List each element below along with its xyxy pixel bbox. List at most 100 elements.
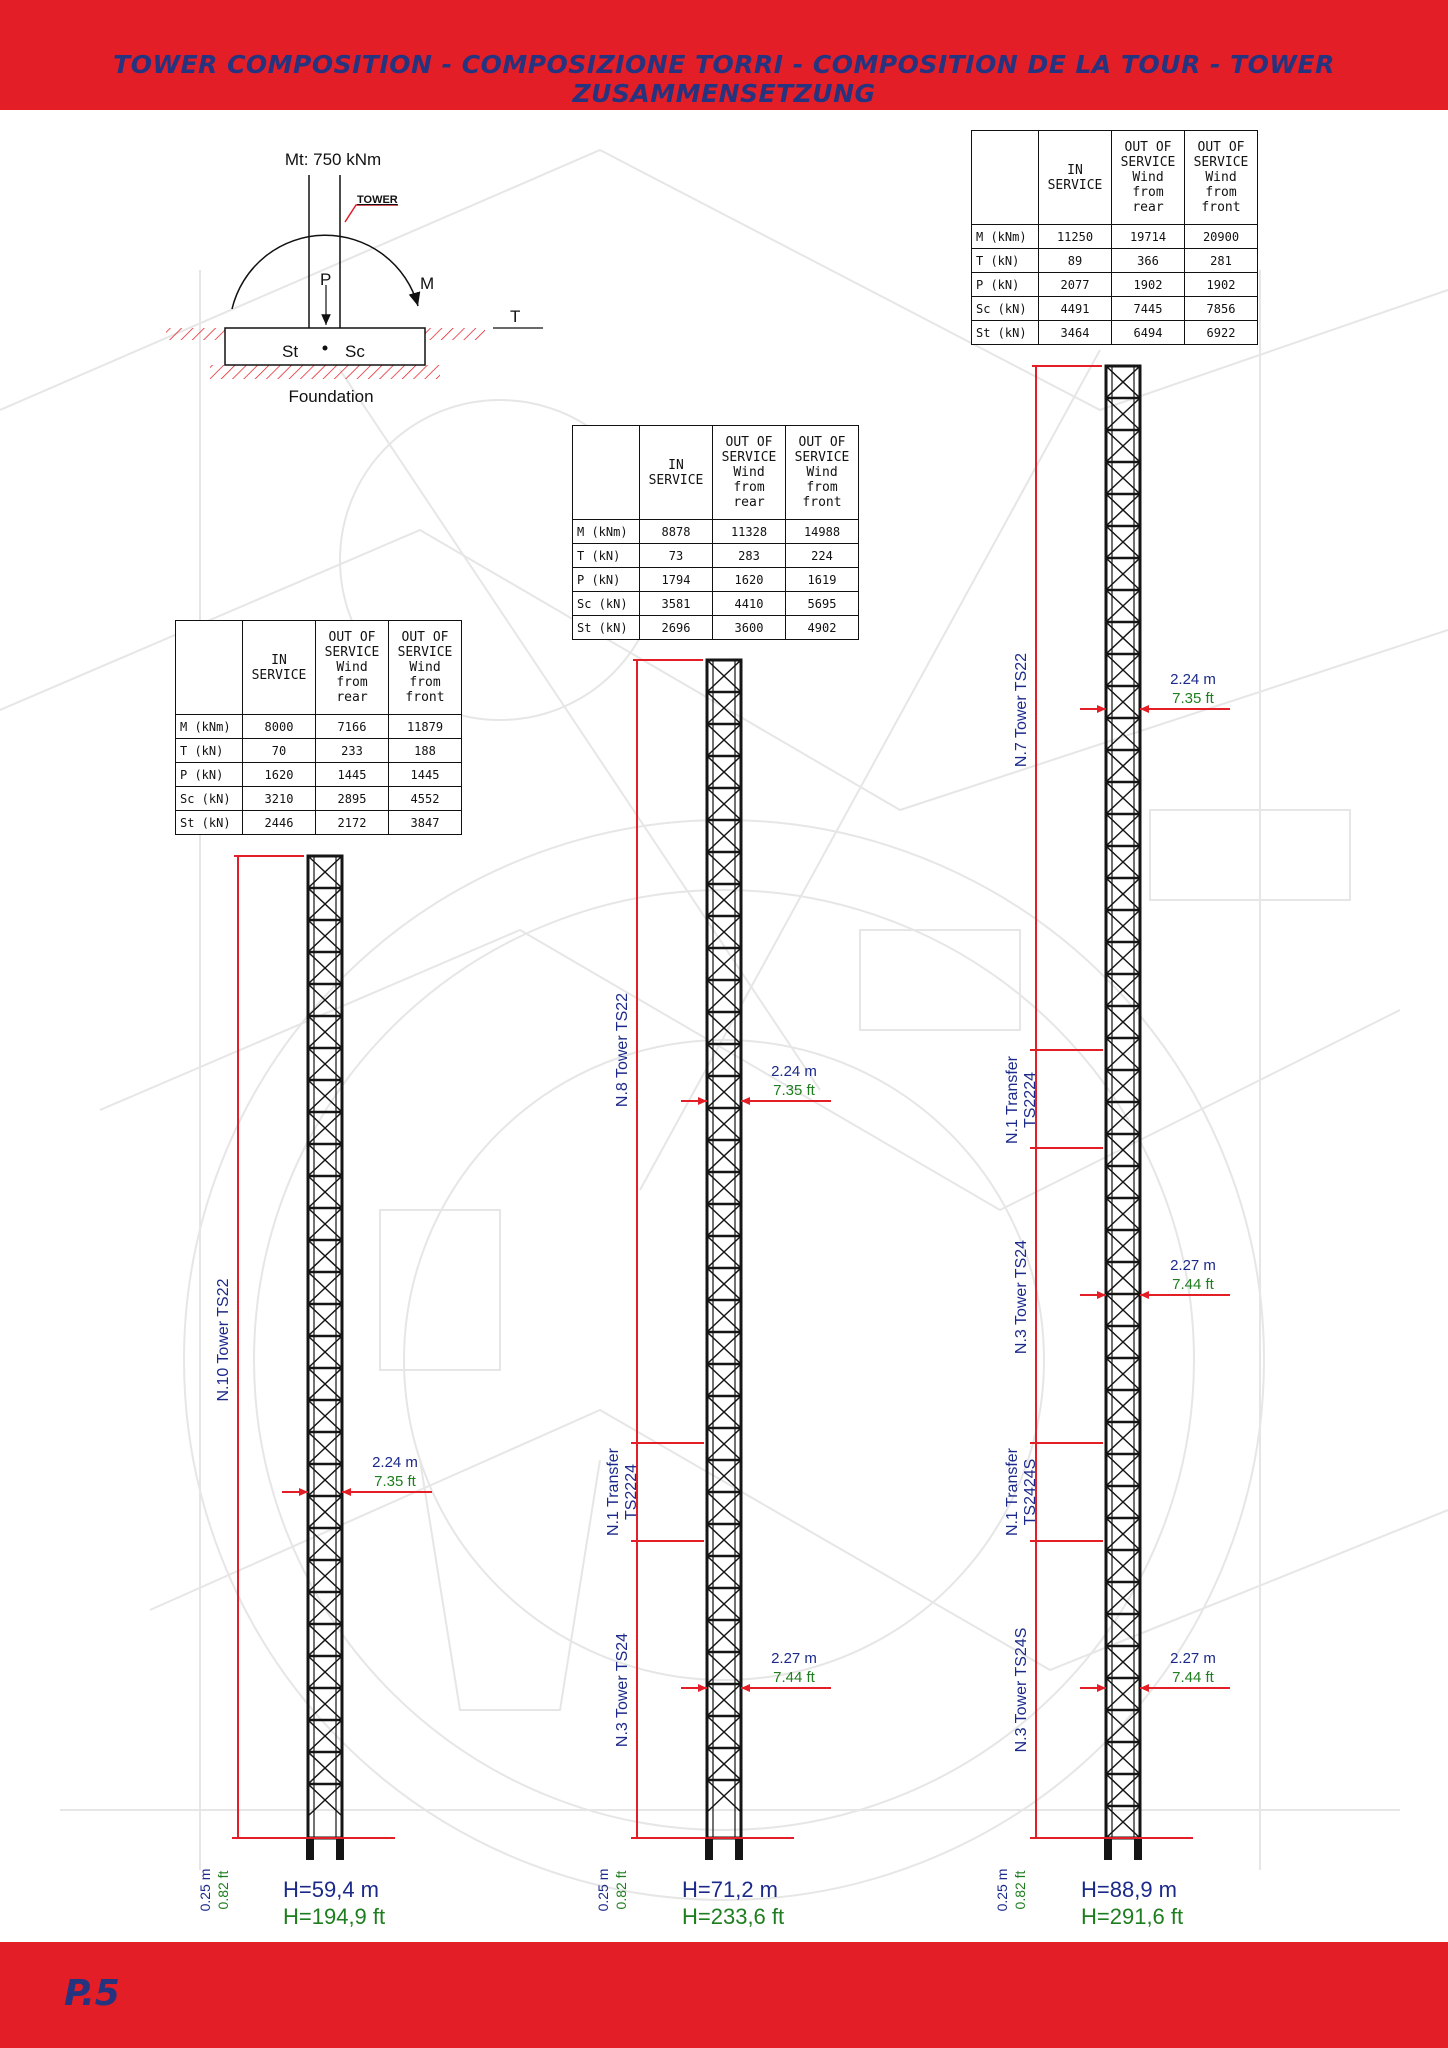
width-metres: 2.27 m [1170,1257,1216,1274]
page-title: TOWER COMPOSITION - COMPOSIZIONE TORRI -… [113,50,1335,108]
table-cell: 1445 [388,762,462,787]
table-cell: 1619 [785,567,859,592]
table-cell: 73 [639,543,713,568]
tower-height-feet: H=291,6 ft [1081,1904,1183,1929]
table-cell: 366 [1111,248,1185,273]
moment-label: Mt: 750 kNm [285,150,381,169]
lattice-mast [705,658,743,1840]
row-label: St (kN) [971,320,1039,345]
row-label: T (kN) [175,738,243,763]
table-cell: 1902 [1184,272,1258,297]
table-cell: 3464 [1038,320,1112,345]
table-cell: 1620 [712,567,786,592]
row-label: M (kNm) [175,714,243,739]
section-label: N.1 Transfer [1004,1447,1021,1536]
row-label: Sc (kN) [175,786,243,811]
table-cell: 5695 [785,591,859,616]
table-cell: 4410 [712,591,786,616]
table-cell: 11250 [1038,224,1112,249]
table-cell: 4552 [388,786,462,811]
table-cell: 7856 [1184,296,1258,321]
row-label: Sc (kN) [971,296,1039,321]
base-offset-feet: 0.82 ft [613,1870,629,1909]
table-cell: 20900 [1184,224,1258,249]
row-label: P (kN) [971,272,1039,297]
row-label: T (kN) [572,543,640,568]
page-number: P.5 [64,1973,120,2014]
base-offset-metres: 0.25 m [197,1869,213,1912]
section-label: N.1 Transfer [605,1447,622,1536]
width-feet: 7.35 ft [1172,690,1215,707]
tower-label: TOWER [357,194,398,206]
table-cell: 2077 [1038,272,1112,297]
table-cell: 233 [315,738,389,763]
table-cell: 70 [242,738,316,763]
section-label: N.10 Tower TS22 [215,1278,232,1401]
table-cell: 19714 [1111,224,1185,249]
section-label: N.3 Tower TS24S [1013,1628,1030,1753]
tower-height-metres: H=59,4 m [283,1877,379,1902]
section-label: N.1 Transfer [1004,1055,1021,1144]
section-label: TS2224 [1022,1072,1039,1128]
table-cell: 1794 [639,567,713,592]
table-cell: 283 [712,543,786,568]
lattice-mast [1104,364,1142,1840]
table-cell: 89 [1038,248,1112,273]
table-cell: 224 [785,543,859,568]
row-label: M (kNm) [572,519,640,544]
section-label: TS2424S [1022,1459,1039,1526]
row-label: P (kN) [175,762,243,787]
table-cell: 3581 [639,591,713,616]
load-p-label: P [320,270,331,289]
sc-label: Sc [345,342,365,361]
table-cell: 4491 [1038,296,1112,321]
table-cell: 6922 [1184,320,1258,345]
table-cell: 3847 [388,810,462,835]
section-label: N.3 Tower TS24 [614,1633,631,1747]
foundation-diagram: Mt: 750 kNm TOWER P M T St Sc Foundation [166,150,543,406]
table-cell: 1445 [315,762,389,787]
table-cell: 3210 [242,786,316,811]
section-label: N.7 Tower TS22 [1013,653,1030,767]
tower-height-metres: H=88,9 m [1081,1877,1177,1902]
table-cell: 188 [388,738,462,763]
section-label: N.3 Tower TS24 [1013,1240,1030,1354]
row-label: Sc (kN) [572,591,640,616]
table-cell: 11328 [712,519,786,544]
table-cell: 7166 [315,714,389,739]
section-label: N.8 Tower TS22 [614,993,631,1107]
width-feet: 7.44 ft [773,1669,816,1686]
table-cell: 11879 [388,714,462,739]
width-metres: 2.27 m [771,1650,817,1667]
table-cell: 8000 [242,714,316,739]
row-label: M (kNm) [971,224,1039,249]
lattice-mast [306,854,344,1840]
header-banner [0,0,1448,110]
table-cell: 6494 [1111,320,1185,345]
row-label: T (kN) [971,248,1039,273]
table-cell: 8878 [639,519,713,544]
